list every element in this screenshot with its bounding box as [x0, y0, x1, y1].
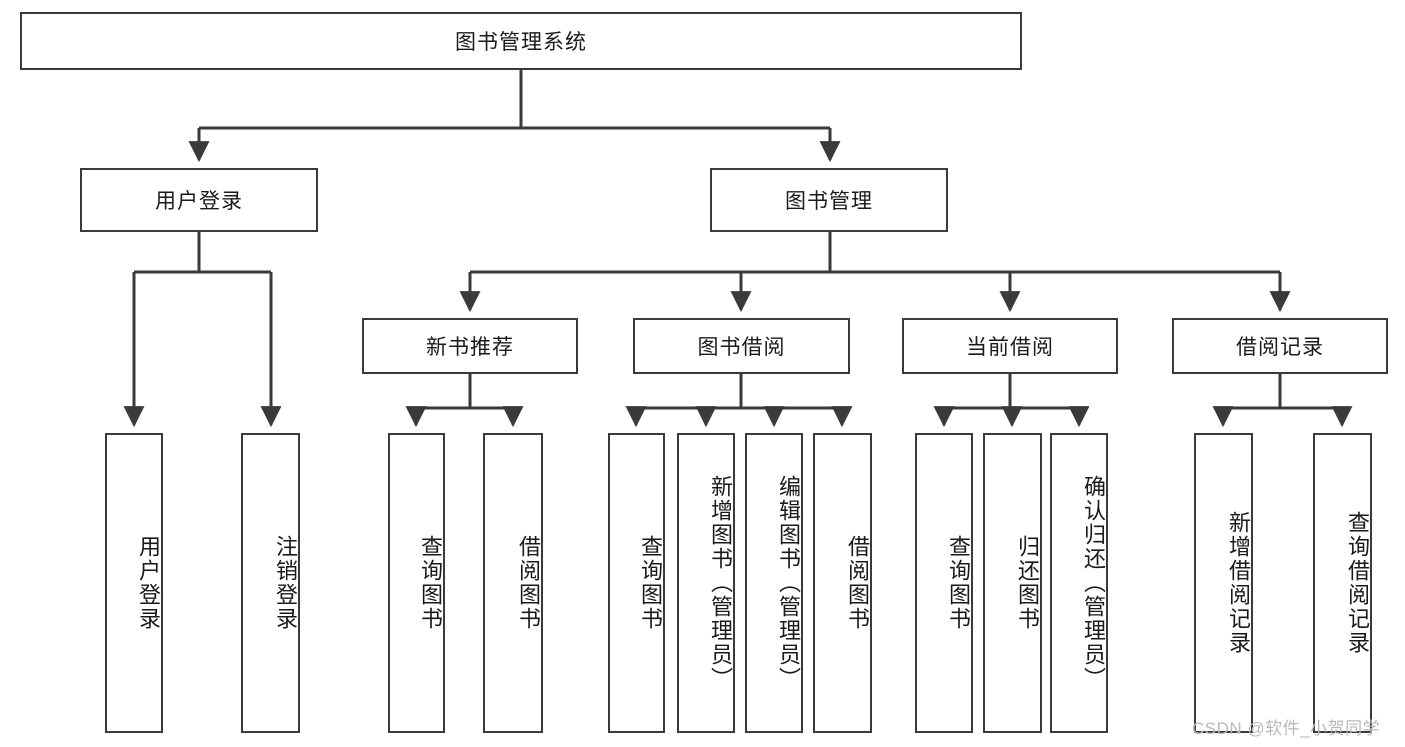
leaf-node-label: 确认归还（管理员） — [1081, 475, 1106, 691]
leaf-node-label: 归还图书 — [1015, 535, 1040, 631]
node-borrow-record[interactable]: 借阅记录 — [1172, 318, 1388, 374]
leaf-node[interactable]: 新增借阅记录 — [1194, 433, 1253, 733]
leaf-node[interactable]: 借阅图书 — [813, 433, 872, 733]
leaf-node[interactable]: 编辑图书（管理员） — [745, 433, 803, 733]
node-user-login[interactable]: 用户登录 — [80, 168, 318, 232]
leaf-node[interactable]: 查询借阅记录 — [1313, 433, 1372, 733]
leaf-node-label: 新增借阅记录 — [1226, 511, 1251, 655]
watermark-text: CSDN @软件_小贺同学 — [1192, 719, 1381, 738]
leaf-node-label: 编辑图书（管理员） — [776, 475, 801, 691]
leaf-node[interactable]: 确认归还（管理员） — [1050, 433, 1108, 733]
leaf-node-label: 新增图书（管理员） — [708, 475, 733, 691]
leaf-node-label: 用户登录 — [136, 535, 161, 631]
leaf-node-label: 借阅图书 — [845, 535, 870, 631]
leaf-node[interactable]: 注销登录 — [241, 433, 300, 733]
leaf-node[interactable]: 新增图书（管理员） — [677, 433, 735, 733]
leaf-node-label: 查询借阅记录 — [1345, 511, 1370, 655]
node-book-borrow[interactable]: 图书借阅 — [633, 318, 850, 374]
leaf-node[interactable]: 查询图书 — [608, 433, 665, 733]
leaf-node[interactable]: 查询图书 — [388, 433, 445, 733]
leaf-node-label: 查询图书 — [946, 535, 971, 631]
leaf-node[interactable]: 用户登录 — [105, 433, 163, 733]
leaf-node[interactable]: 查询图书 — [915, 433, 973, 733]
leaf-node-label: 查询图书 — [638, 535, 663, 631]
leaf-node-label: 借阅图书 — [516, 535, 541, 631]
node-root-system[interactable]: 图书管理系统 — [20, 12, 1022, 70]
node-new-book-recommend[interactable]: 新书推荐 — [362, 318, 578, 374]
leaf-node[interactable]: 归还图书 — [983, 433, 1042, 733]
leaf-node[interactable]: 借阅图书 — [483, 433, 543, 733]
node-book-management[interactable]: 图书管理 — [710, 168, 948, 232]
leaf-node-label: 注销登录 — [273, 535, 298, 631]
node-current-borrow[interactable]: 当前借阅 — [902, 318, 1118, 374]
leaf-node-label: 查询图书 — [418, 535, 443, 631]
